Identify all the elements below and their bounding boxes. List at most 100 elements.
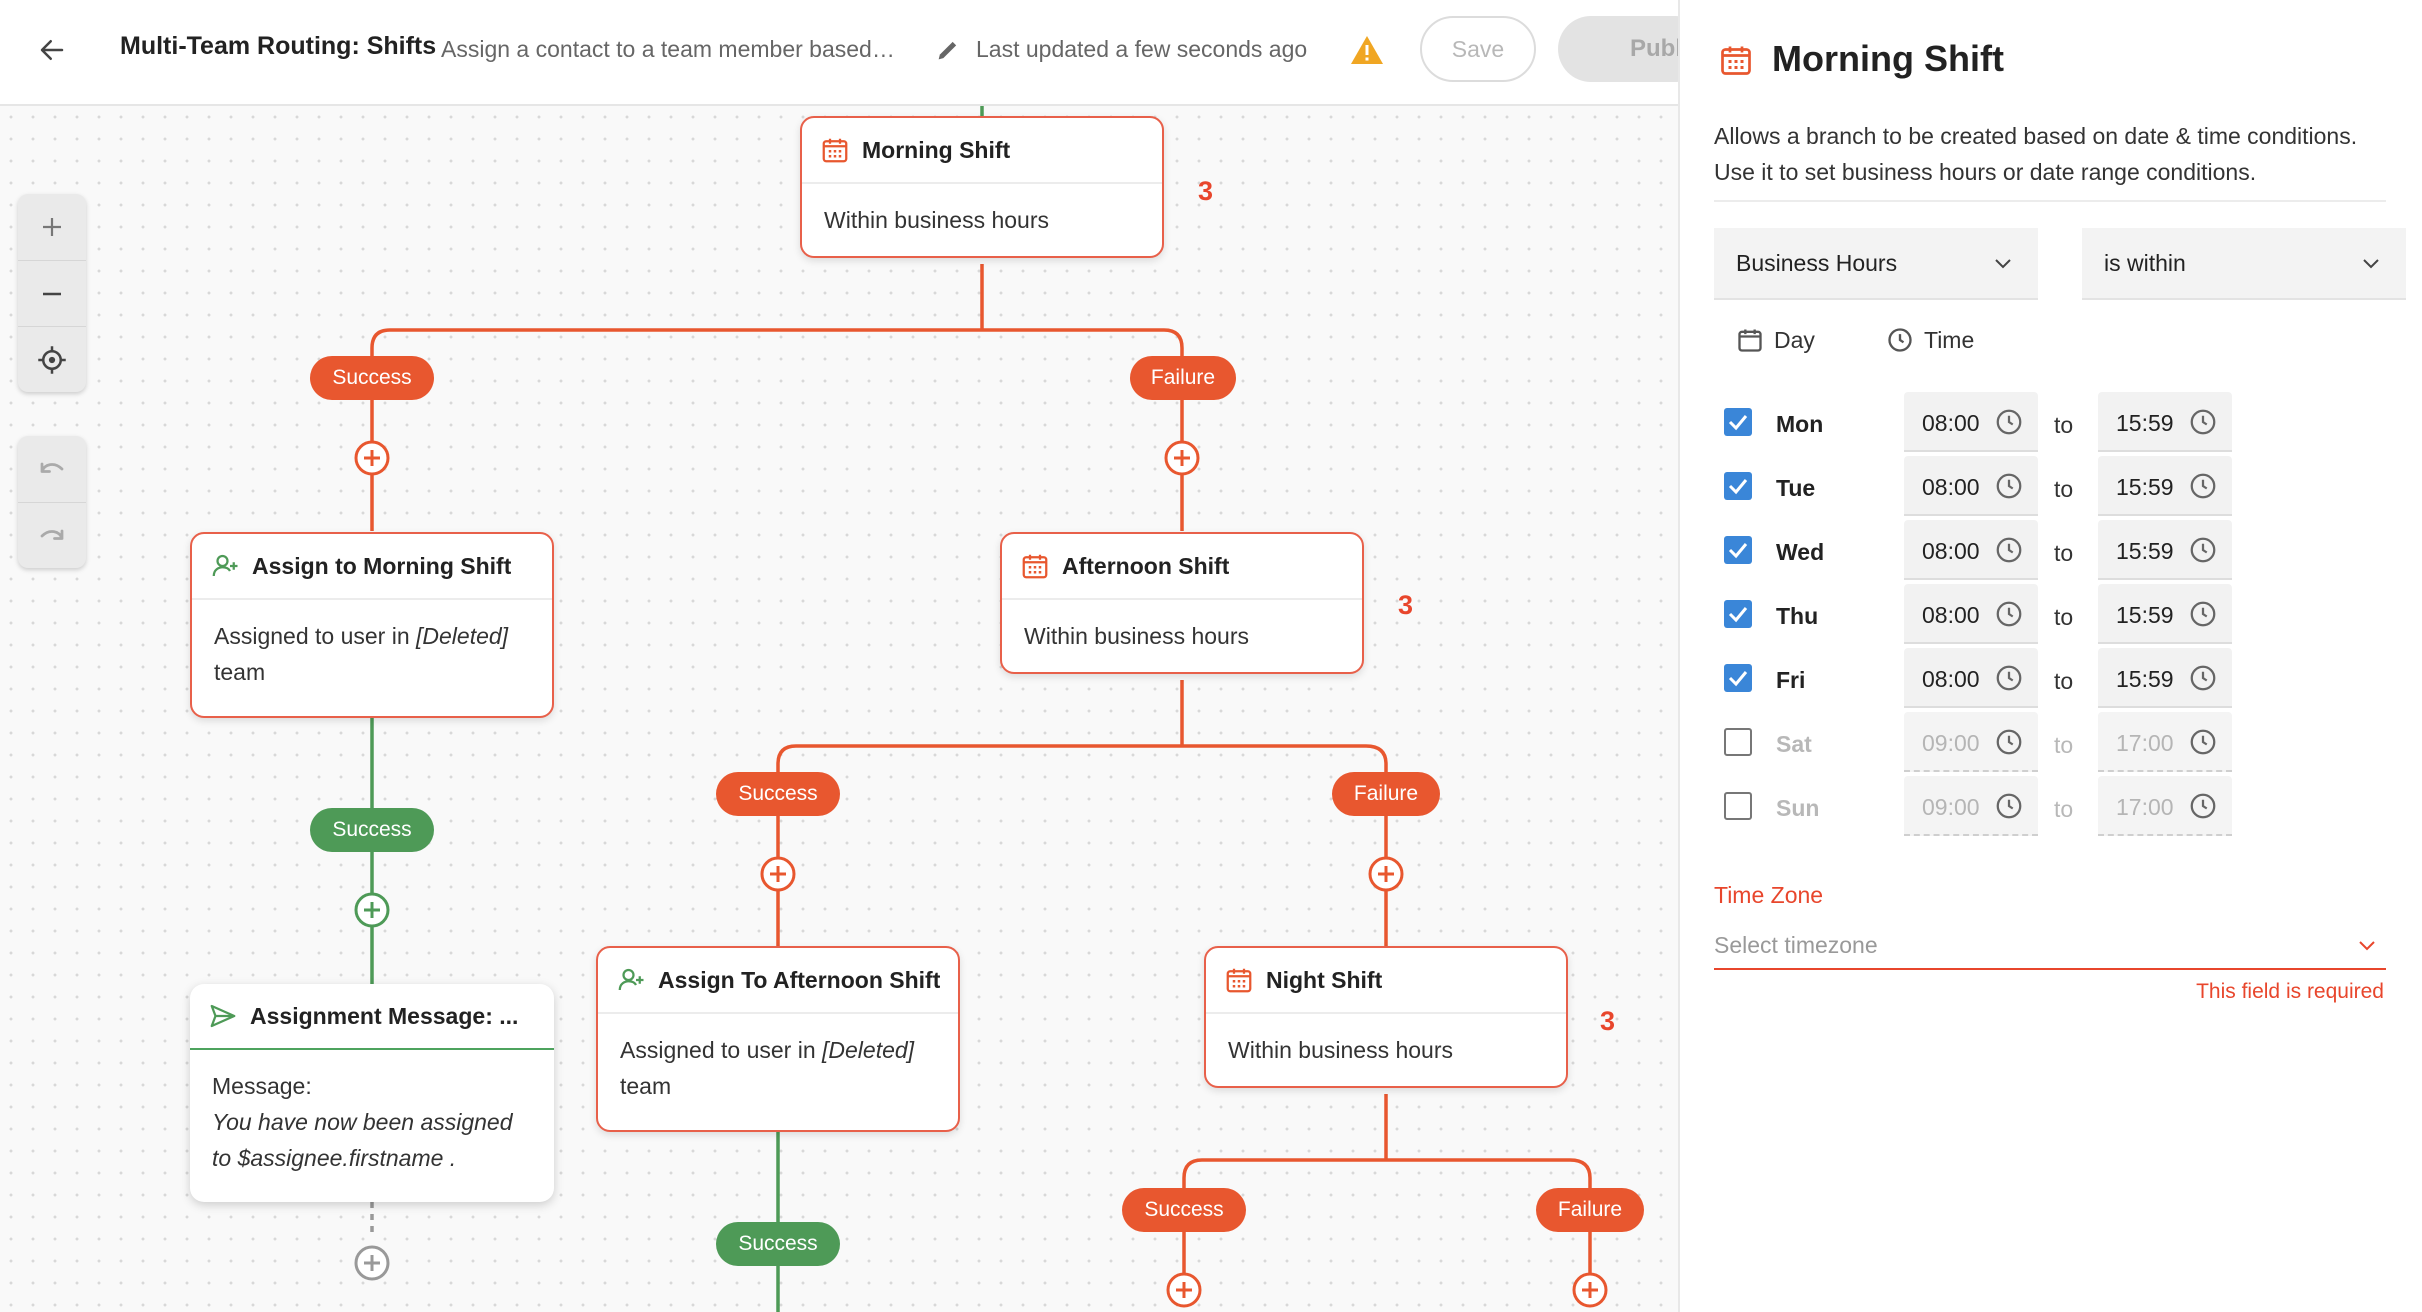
end-time-field[interactable]: 15:59 bbox=[2098, 584, 2232, 644]
success-branch-pill[interactable]: Success bbox=[310, 808, 434, 852]
day-label: Mon bbox=[1776, 411, 1824, 437]
condition-type-select[interactable]: Business Hours bbox=[1714, 228, 2038, 300]
to-label: to bbox=[2054, 732, 2074, 758]
node-morning-shift[interactable]: Morning Shift Within business hours bbox=[800, 116, 1164, 258]
failure-branch-pill[interactable]: Failure bbox=[1130, 356, 1236, 400]
timezone-select[interactable]: Select timezone bbox=[1714, 920, 2386, 970]
start-time-field[interactable]: 08:00 bbox=[1904, 520, 2038, 580]
branch-count: 3 bbox=[1398, 590, 1414, 620]
end-time-value: 15:59 bbox=[2116, 602, 2174, 628]
branch-count: 3 bbox=[1198, 176, 1214, 206]
success-branch-pill[interactable]: Success bbox=[1122, 1188, 1246, 1232]
to-label: to bbox=[2054, 412, 2074, 438]
pencil-icon[interactable] bbox=[934, 36, 962, 64]
clock-icon bbox=[1888, 328, 1912, 352]
success-branch-pill[interactable]: Success bbox=[310, 356, 434, 400]
clock-icon bbox=[1996, 729, 2022, 755]
node-header: Morning Shift bbox=[802, 118, 1162, 184]
warning-icon[interactable] bbox=[1350, 34, 1384, 66]
end-time-field[interactable]: 17:00 bbox=[2098, 776, 2232, 836]
undo-button[interactable] bbox=[18, 436, 86, 502]
day-label: Sun bbox=[1776, 795, 1820, 821]
failure-branch-pill[interactable]: Failure bbox=[1332, 772, 1440, 816]
day-checkbox[interactable] bbox=[1724, 408, 1752, 436]
end-time-value: 15:59 bbox=[2116, 666, 2174, 692]
end-time-field[interactable]: 15:59 bbox=[2098, 456, 2232, 516]
clock-icon bbox=[1996, 473, 2022, 499]
zoom-in-button[interactable] bbox=[18, 194, 86, 260]
save-button[interactable]: Save bbox=[1420, 16, 1536, 82]
flow-title: Multi-Team Routing: Shifts bbox=[120, 32, 437, 60]
condition-type-value: Business Hours bbox=[1736, 249, 1898, 276]
end-time-field[interactable]: 15:59 bbox=[2098, 392, 2232, 452]
timezone-error: This field is required bbox=[2196, 980, 2384, 1003]
chevron-down-icon bbox=[1995, 259, 2011, 269]
end-time-field[interactable]: 17:00 bbox=[2098, 712, 2232, 772]
body-text-suffix: team bbox=[214, 659, 266, 685]
clock-icon bbox=[2190, 793, 2216, 819]
day-checkbox[interactable] bbox=[1724, 600, 1752, 628]
success-branch-pill[interactable]: Success bbox=[716, 772, 840, 816]
add-step-icon bbox=[354, 440, 390, 476]
calendar-icon bbox=[822, 138, 848, 163]
day-checkbox[interactable] bbox=[1724, 728, 1752, 756]
to-label: to bbox=[2054, 540, 2074, 566]
branch-count: 3 bbox=[1600, 1006, 1616, 1036]
node-body: Message:You have now been assigned to $a… bbox=[190, 1050, 554, 1194]
start-time-field[interactable]: 08:00 bbox=[1904, 648, 2038, 708]
assign-user-icon bbox=[618, 968, 644, 991]
day-checkbox[interactable] bbox=[1724, 792, 1752, 820]
flow-description: Assign a contact to a team member based… bbox=[441, 36, 895, 62]
add-step-icon bbox=[1572, 1272, 1608, 1308]
end-time-field[interactable]: 15:59 bbox=[2098, 520, 2232, 580]
calendar-icon bbox=[1226, 968, 1252, 993]
day-checkbox[interactable] bbox=[1724, 472, 1752, 500]
end-time-field[interactable]: 15:59 bbox=[2098, 648, 2232, 708]
start-time-field[interactable]: 08:00 bbox=[1904, 584, 2038, 644]
back-button[interactable] bbox=[28, 26, 76, 74]
redo-button[interactable] bbox=[18, 502, 86, 568]
start-time-value: 08:00 bbox=[1922, 666, 1980, 692]
zoom-controls bbox=[18, 194, 86, 392]
node-night-shift[interactable]: Night Shift Within business hours bbox=[1204, 946, 1568, 1088]
time-column-header: Time bbox=[1886, 326, 1974, 354]
checkmark-icon bbox=[1728, 607, 1748, 623]
end-time-value: 15:59 bbox=[2116, 538, 2174, 564]
operator-select[interactable]: is within bbox=[2082, 228, 2406, 300]
timezone-placeholder: Select timezone bbox=[1714, 932, 1878, 958]
failure-branch-pill[interactable]: Failure bbox=[1536, 1188, 1644, 1232]
start-time-field[interactable]: 08:00 bbox=[1904, 456, 2038, 516]
day-row-sun: Sun 09:00 to 17:00 bbox=[1724, 776, 2284, 836]
add-step-icons bbox=[354, 440, 1608, 1308]
start-time-field[interactable]: 09:00 bbox=[1904, 712, 2038, 772]
body-deleted-team: [Deleted] bbox=[822, 1037, 915, 1063]
day-label: Sat bbox=[1776, 731, 1812, 757]
node-afternoon-shift[interactable]: Afternoon Shift Within business hours bbox=[1000, 532, 1364, 674]
flow-connectors bbox=[354, 106, 1608, 1312]
end-time-value: 17:00 bbox=[2116, 794, 2174, 820]
node-assignment-message[interactable]: Assignment Message: ... Message:You have… bbox=[190, 984, 554, 1202]
end-time-value: 17:00 bbox=[2116, 730, 2174, 756]
success-branch-pill[interactable]: Success bbox=[716, 1222, 840, 1266]
node-assign-morning-shift[interactable]: Assign to Morning Shift Assigned to user… bbox=[190, 532, 554, 718]
fit-view-button[interactable] bbox=[18, 326, 86, 392]
to-label: to bbox=[2054, 796, 2074, 822]
start-time-field[interactable]: 08:00 bbox=[1904, 392, 2038, 452]
publish-button[interactable]: Publish bbox=[1558, 16, 1678, 82]
node-assign-afternoon-shift[interactable]: Assign To Afternoon Shift Assigned to us… bbox=[596, 946, 960, 1132]
day-label: Thu bbox=[1776, 603, 1819, 629]
node-body: Within business hours bbox=[1228, 1037, 1453, 1063]
chevron-down-icon bbox=[2363, 259, 2379, 269]
node-header: Assign To Afternoon Shift bbox=[598, 948, 958, 1014]
zoom-out-button[interactable] bbox=[18, 260, 86, 326]
top-bar: Multi-Team Routing: Shifts Assign a cont… bbox=[0, 0, 1678, 106]
day-checkbox[interactable] bbox=[1724, 664, 1752, 692]
flow-canvas[interactable]: Morning Shift Within business hours 3 Su… bbox=[0, 106, 1678, 1312]
start-time-value: 08:00 bbox=[1922, 410, 1980, 436]
day-checkbox[interactable] bbox=[1724, 536, 1752, 564]
start-time-value: 08:00 bbox=[1922, 538, 1980, 564]
time-header-label: Time bbox=[1924, 326, 1975, 353]
checkmark-icon bbox=[1728, 479, 1748, 495]
start-time-field[interactable]: 09:00 bbox=[1904, 776, 2038, 836]
assign-user-icon bbox=[212, 554, 238, 577]
